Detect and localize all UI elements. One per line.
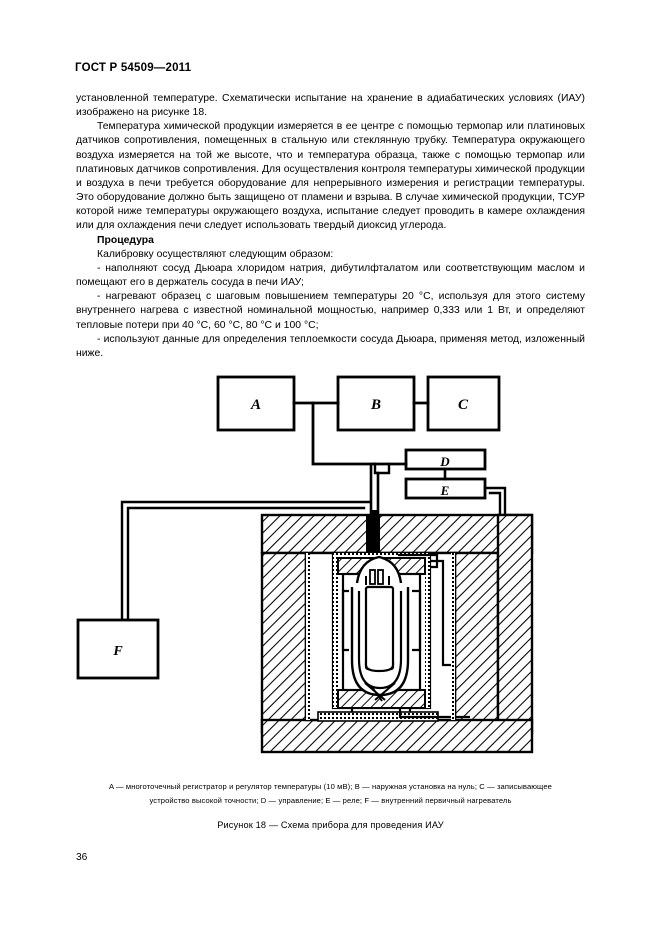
block-b-label: B	[370, 397, 381, 413]
procedure-intro: Калибровку осуществляют следующим образо…	[97, 248, 334, 260]
procedure-heading: Процедура	[97, 234, 154, 246]
furnace-cross-section	[260, 513, 534, 754]
sample-tube	[364, 585, 395, 671]
figure-caption-line-2: устройство высокой точности; D — управле…	[149, 795, 512, 805]
procedure-item-3: - используют данные для определения тепл…	[76, 333, 585, 359]
block-c-label: C	[458, 397, 469, 413]
block-b-box	[336, 375, 416, 432]
figure-18-apparatus-diagram: A B C D E F	[0, 365, 661, 765]
standard-header: ГОСТ Р 54509—2011	[75, 62, 192, 74]
block-c-box	[426, 375, 501, 432]
procedure-item-1: - наполняют сосуд Дьюара хлоридом натрия…	[76, 262, 585, 289]
figure-caption: A — многоточечный регистратор и регулято…	[76, 780, 585, 807]
block-e-label: E	[440, 483, 450, 498]
paragraph-temperature-measurement: Температура химической продукции измеряе…	[76, 121, 585, 232]
procedure-item-2: - нагревают образец с шаговым повышением…	[76, 291, 585, 331]
figure-title: Рисунок 18 — Схема прибора для проведени…	[217, 820, 444, 830]
block-a-box	[216, 375, 296, 432]
page-number: 36	[76, 852, 88, 863]
block-d-label: D	[439, 454, 450, 469]
figure-caption-line-1: A — многоточечный регистратор и регулято…	[109, 782, 552, 791]
paragraph-continuation: установленной температуре. Схематически …	[76, 93, 585, 119]
body-text-block: установленной температуре. Схематически …	[76, 92, 585, 361]
block-a-label: A	[250, 397, 261, 413]
block-f-box	[76, 618, 160, 680]
block-f-label: F	[112, 644, 123, 659]
